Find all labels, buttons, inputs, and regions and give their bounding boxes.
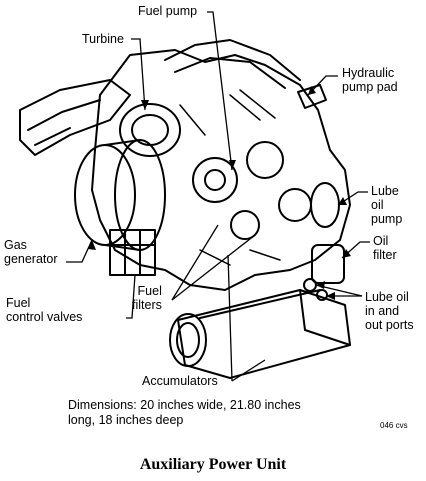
label-lube-oil-ports-line1: Lube oil bbox=[365, 290, 409, 304]
dimensions-text: Dimensions: 20 inches wide, 21.80 inches… bbox=[68, 398, 301, 428]
label-lube-oil-ports-line3: out ports bbox=[365, 318, 414, 332]
leader-fuel-filters-2 bbox=[171, 234, 256, 301]
label-oil-filter: Oil filter bbox=[373, 234, 397, 262]
label-lube-oil-ports: Lube oil in and out ports bbox=[365, 290, 414, 332]
leader-fuel-filters-1 bbox=[171, 224, 219, 301]
turbine-wheel bbox=[119, 103, 181, 157]
label-fuel-pump: Fuel pump bbox=[138, 4, 198, 18]
dimensions-line1: Dimensions: 20 inches wide, 21.80 inches bbox=[68, 398, 301, 412]
label-hydraulic-line1: Hydraulic bbox=[342, 66, 395, 80]
fuel-control-valve-block bbox=[109, 229, 156, 276]
exhaust-duct bbox=[19, 79, 131, 156]
leader-gas-generator bbox=[66, 239, 93, 263]
oil-filter-body bbox=[311, 244, 345, 284]
label-fuel-filters-line2: filters bbox=[132, 298, 162, 312]
label-hydraulic-pump-pad: Hydraulic pump pad bbox=[342, 66, 398, 94]
leader-accumulators-2 bbox=[231, 359, 266, 382]
label-oil-filter-line2: filter bbox=[373, 248, 397, 262]
figure-id: 046 cvs bbox=[380, 421, 408, 430]
label-lube-oil-pump-line1: Lube bbox=[371, 184, 399, 198]
lube-oil-pump-body bbox=[310, 182, 340, 228]
label-oil-filter-line1: Oil bbox=[373, 234, 389, 248]
label-fuel-filters-line1: Fuel bbox=[137, 284, 162, 298]
hydraulic-pump-pad bbox=[297, 84, 327, 109]
label-lube-oil-pump-line3: pump bbox=[371, 212, 403, 226]
leader-turbine bbox=[131, 38, 146, 111]
label-fuel-control-valves-line2: control valves bbox=[6, 310, 83, 324]
leader-accumulators-1 bbox=[227, 254, 233, 382]
label-hydraulic-line2: pump pad bbox=[342, 80, 398, 94]
label-gas-generator-line1: Gas bbox=[4, 238, 27, 252]
label-turbine: Turbine bbox=[82, 32, 124, 46]
leader-fuel-pump bbox=[207, 11, 233, 171]
label-lube-oil-ports-line2: in and bbox=[365, 304, 400, 318]
label-gas-generator-line2: generator bbox=[4, 252, 58, 266]
leader-fuel-control bbox=[126, 274, 136, 319]
figure-caption: Auxiliary Power Unit bbox=[139, 456, 287, 473]
label-lube-oil-pump-line2: oil bbox=[371, 198, 384, 212]
label-fuel-control-valves-line1: Fuel bbox=[6, 296, 31, 310]
label-fuel-filters: Fuel filters bbox=[132, 284, 162, 312]
label-fuel-control-valves: Fuel control valves bbox=[6, 296, 82, 324]
label-gas-generator: Gas generator bbox=[4, 238, 58, 266]
leader-hydraulic bbox=[307, 75, 338, 96]
label-accumulators: Accumulators bbox=[142, 374, 218, 388]
label-lube-oil-pump: Lube oil pump bbox=[371, 184, 402, 226]
dimensions-line2: long, 18 inches deep bbox=[68, 413, 184, 427]
